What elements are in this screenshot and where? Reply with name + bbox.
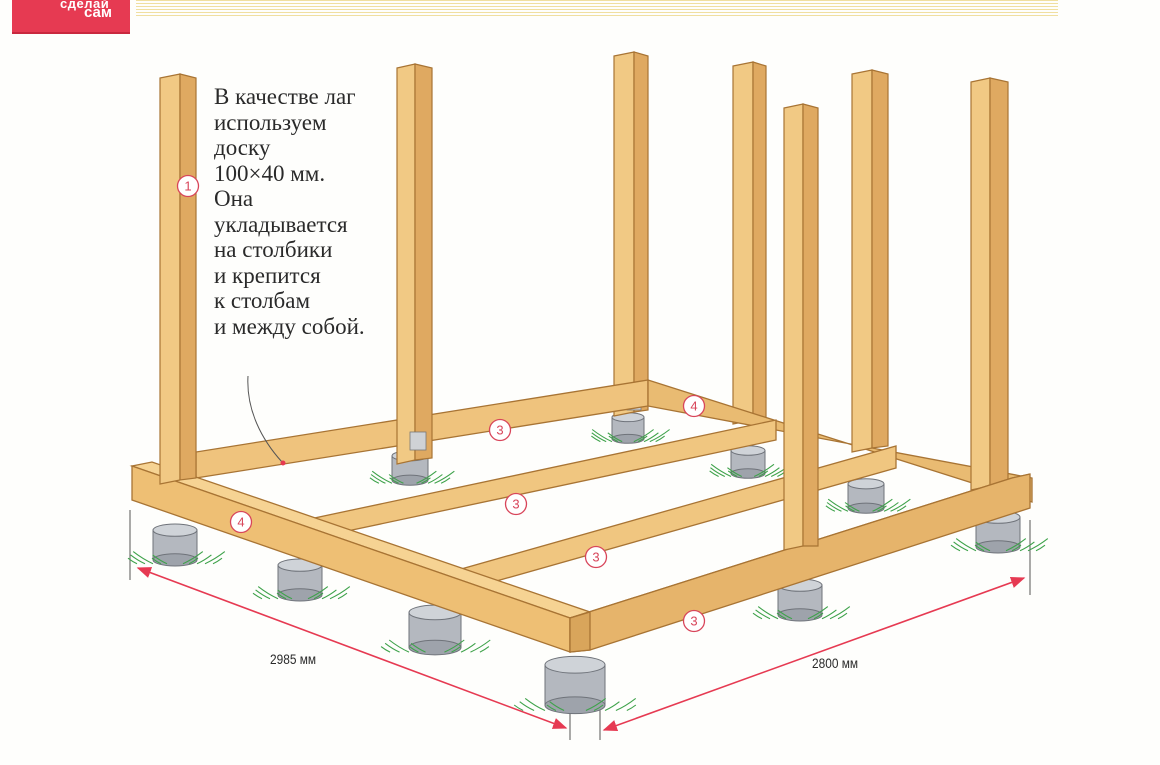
grass-tuft xyxy=(752,606,851,620)
grass-tuft xyxy=(709,463,792,477)
grass-tuft xyxy=(825,498,911,512)
note-text: В качестве лаг используем доску 100×40 м… xyxy=(214,84,414,339)
callout-beam: 4 xyxy=(682,394,706,418)
dimension-front-label: 2985 мм xyxy=(270,652,317,667)
note-leader-line xyxy=(247,375,283,463)
pier xyxy=(152,523,198,567)
note-line: В качестве лаг xyxy=(214,84,356,109)
badge-line-1: сделай xyxy=(60,0,110,11)
callout-number: 1 xyxy=(184,179,191,194)
post-front-middle xyxy=(783,103,819,551)
pier xyxy=(408,604,462,656)
grass-tuft xyxy=(380,639,491,653)
grass-tuft xyxy=(369,470,455,484)
callout-number: 3 xyxy=(690,614,697,629)
posts-right xyxy=(851,69,1009,491)
badge-line-2: сам xyxy=(84,4,112,21)
post-front-left xyxy=(159,73,197,485)
callouts: 1 4 3 3 4 3 3 xyxy=(176,174,706,633)
dimension-side-label: 2800 мм xyxy=(812,656,859,671)
note-line: Она xyxy=(214,186,254,211)
grass-tufts xyxy=(127,429,1049,712)
note-line: используем xyxy=(214,109,327,135)
callout-joist: 3 xyxy=(584,545,608,569)
pier xyxy=(277,558,323,602)
callout-number: 4 xyxy=(690,399,697,414)
grass-tuft xyxy=(950,538,1049,552)
pier xyxy=(777,578,823,622)
note-line: 100×40 мм. xyxy=(214,160,326,186)
note-line: на столбики xyxy=(214,237,333,262)
posts-front xyxy=(159,73,819,551)
note-line: и между собой. xyxy=(214,313,365,339)
note-line: доску xyxy=(214,135,271,160)
callout-post: 1 xyxy=(176,174,200,198)
post-back-middle xyxy=(732,61,767,425)
callout-beam: 4 xyxy=(229,510,253,534)
callout-joist: 3 xyxy=(682,609,706,633)
post-left-middle xyxy=(396,63,433,465)
callout-number: 3 xyxy=(496,423,503,438)
pier xyxy=(544,655,606,715)
header-stripes xyxy=(136,0,1058,16)
post-back-left xyxy=(613,51,649,417)
grass-tuft xyxy=(591,429,670,443)
callout-joist: 3 xyxy=(504,492,528,516)
callout-joist: 3 xyxy=(488,418,512,442)
grass-tuft xyxy=(127,551,226,565)
callout-number: 3 xyxy=(592,550,599,565)
callout-number: 3 xyxy=(512,497,519,512)
callout-number: 4 xyxy=(237,515,244,530)
back-posts xyxy=(613,51,767,425)
header-badge: сделай сам xyxy=(12,0,130,34)
grass-tuft xyxy=(252,586,351,600)
note-line: и крепится xyxy=(214,262,321,288)
post-right-corner xyxy=(970,77,1009,491)
post-right-back xyxy=(851,69,889,453)
note-leader-dot xyxy=(280,460,286,466)
grass-tuft xyxy=(513,697,637,712)
note-line: укладывается xyxy=(214,211,348,237)
note-line: к столбам xyxy=(214,288,311,313)
